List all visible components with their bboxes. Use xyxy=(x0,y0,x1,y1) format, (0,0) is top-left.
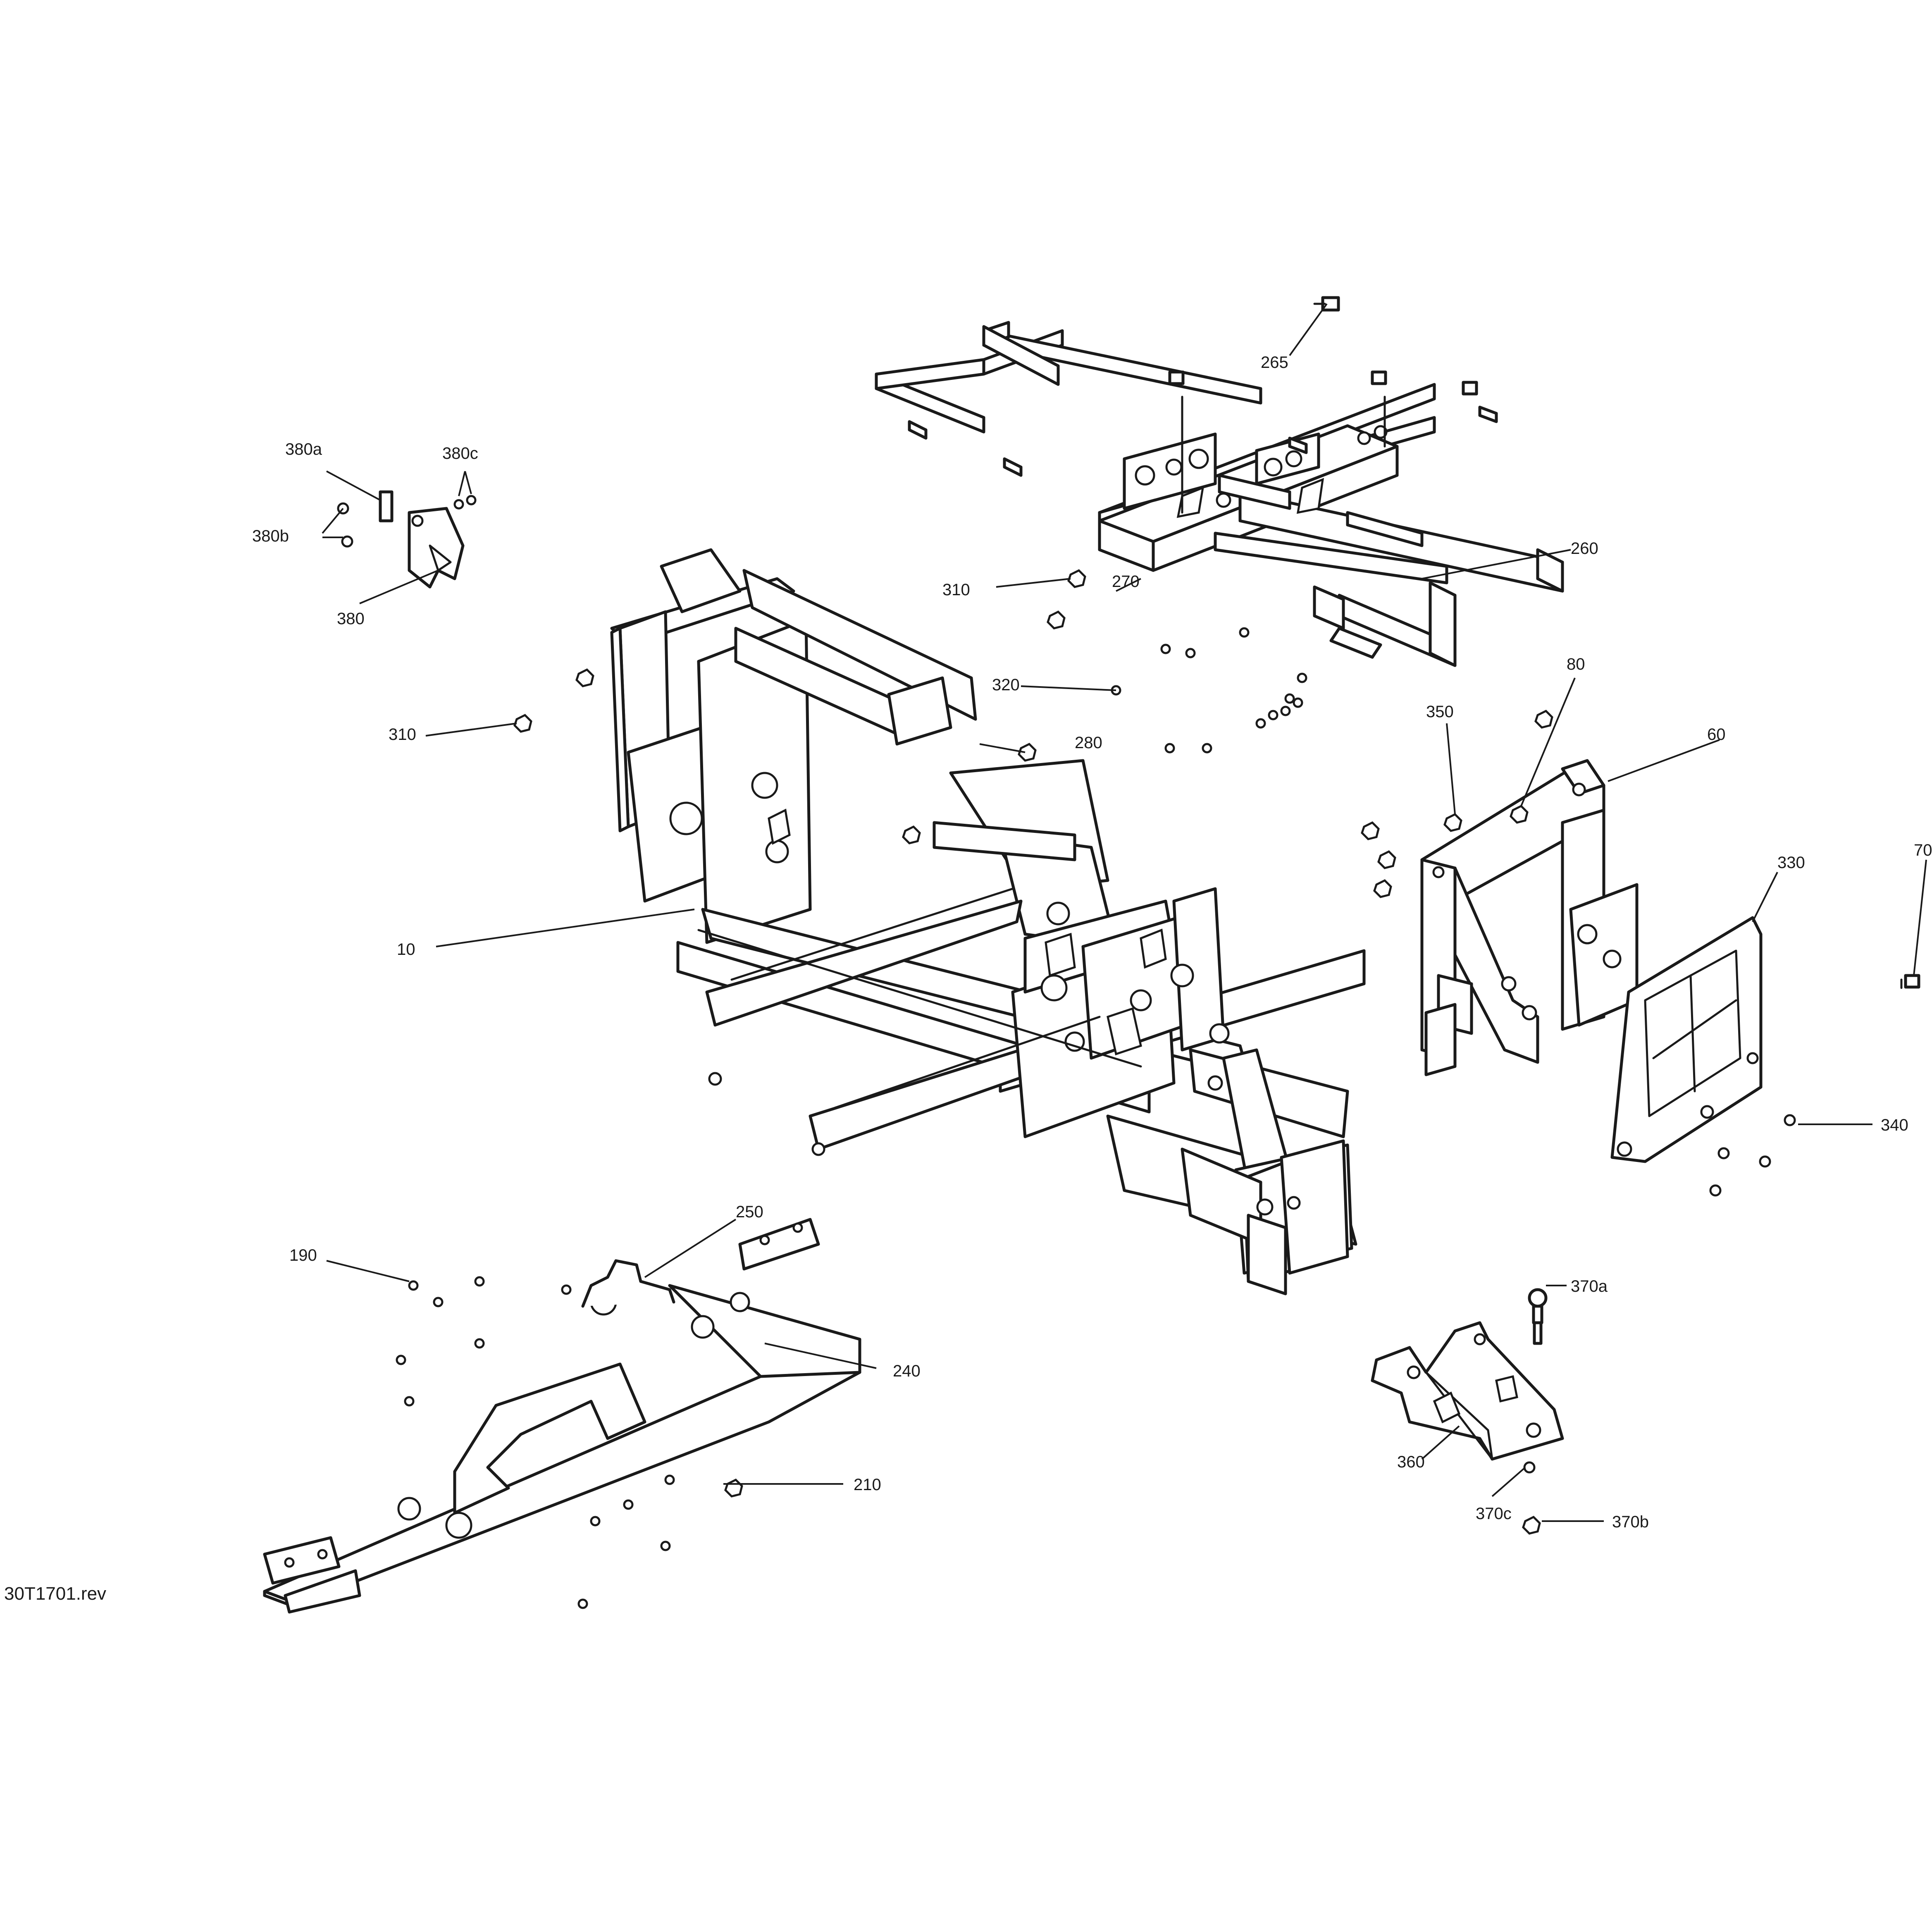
callout-380c: 380c xyxy=(442,444,478,463)
callout-320: 320 xyxy=(992,676,1020,694)
callout-370c: 370c xyxy=(1476,1505,1512,1523)
callout-190: 190 xyxy=(289,1246,317,1264)
callout-380b: 380b xyxy=(252,527,289,545)
callout-60: 60 xyxy=(1707,725,1726,744)
callout-labels: 10 60 70 80 190 210 240 250 260 265 270 … xyxy=(252,353,1932,1531)
callout-310-top: 310 xyxy=(942,581,970,599)
part-10-main-frame xyxy=(610,548,1366,1295)
part-260-rear-subframe xyxy=(875,321,1564,667)
part-240-side-rail xyxy=(263,1218,861,1614)
part-330-plate xyxy=(1610,916,1763,1163)
callout-265: 265 xyxy=(1261,353,1288,372)
callout-330: 330 xyxy=(1777,854,1805,872)
callout-80: 80 xyxy=(1567,655,1585,673)
bolts-and-hardware xyxy=(1168,296,1920,1345)
callout-370b: 370b xyxy=(1612,1513,1649,1531)
callout-250: 250 xyxy=(736,1203,763,1221)
nuts-and-fasteners xyxy=(337,495,1796,1609)
nut-icon xyxy=(513,569,1553,1535)
callout-370a: 370a xyxy=(1571,1277,1608,1295)
callout-260: 260 xyxy=(1571,539,1598,558)
callout-340: 340 xyxy=(1881,1116,1908,1134)
callout-70: 70 xyxy=(1914,841,1932,859)
callout-380a: 380a xyxy=(285,440,322,458)
part-250-bracket xyxy=(581,1259,675,1308)
callout-210: 210 xyxy=(854,1476,881,1494)
callout-270: 270 xyxy=(1112,572,1140,591)
drawing-reference: 30T1701.rev xyxy=(4,1584,106,1604)
leader-lines xyxy=(322,303,1927,1522)
callout-240: 240 xyxy=(893,1362,921,1380)
callout-380: 380 xyxy=(337,610,365,628)
callout-10: 10 xyxy=(397,940,415,959)
callout-310-left: 310 xyxy=(389,725,416,744)
part-380-bracket xyxy=(379,490,465,589)
part-360-hitch-plate xyxy=(1371,1321,1564,1461)
callout-360: 360 xyxy=(1397,1453,1425,1471)
callout-280: 280 xyxy=(1075,734,1102,752)
callout-350: 350 xyxy=(1426,703,1454,721)
